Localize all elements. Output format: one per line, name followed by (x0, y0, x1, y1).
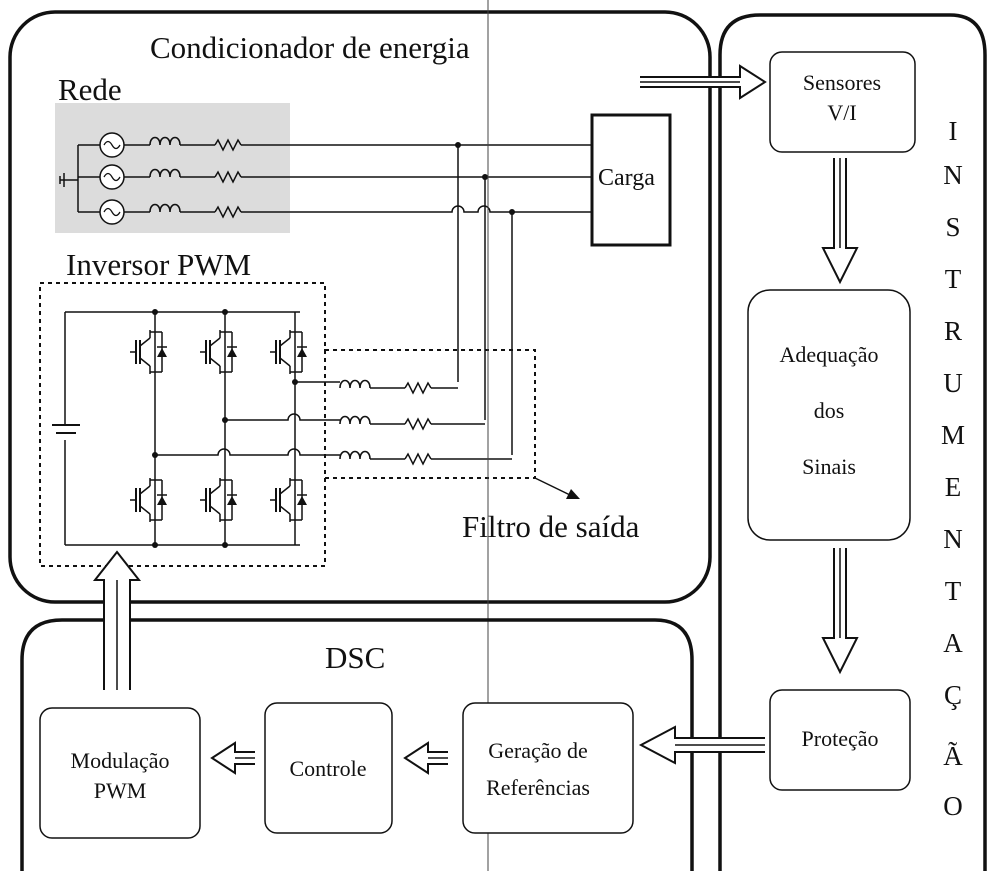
grid-to-load-wires (241, 144, 592, 213)
node-bot-2 (222, 542, 228, 548)
node-top-1 (152, 309, 158, 315)
grid-phase-b (78, 164, 242, 190)
references-box (462, 702, 634, 834)
modulation-label-2: PWM (94, 778, 147, 803)
svg-text:A: A (943, 628, 963, 658)
svg-text:S: S (945, 212, 960, 242)
node-a (455, 142, 461, 148)
inverter-circuit (52, 311, 335, 546)
svg-text:N: N (943, 160, 963, 190)
control-box (264, 702, 393, 834)
protection-label: Proteção (802, 726, 879, 751)
sensors-label-1: Sensores (803, 70, 881, 95)
filter-dashed-box (324, 349, 536, 479)
svg-text:Ã: Ã (943, 741, 963, 771)
inverter-label: Inversor PWM (66, 247, 251, 282)
node-b (482, 174, 488, 180)
svg-text:O: O (943, 791, 963, 821)
protection-box (769, 689, 911, 791)
node-top-2 (222, 309, 228, 315)
references-label-2: Referências (486, 775, 590, 800)
conditioning-label-2: dos (814, 398, 845, 423)
node-inv-b (222, 417, 228, 423)
filter-components (335, 379, 512, 465)
conditioning-box (747, 289, 911, 541)
modulation-box (39, 707, 201, 839)
dsc-title: DSC (325, 640, 385, 675)
svg-text:T: T (945, 264, 962, 294)
dsc-box (20, 618, 694, 871)
sensors-label-2: V/I (827, 100, 856, 125)
grid-phase-a (78, 132, 242, 158)
svg-text:T: T (945, 576, 962, 606)
filter-pointer-arrow (534, 477, 580, 499)
svg-text:R: R (944, 316, 962, 346)
grid-shaded-area (55, 103, 290, 233)
grid-sources (59, 132, 242, 225)
bus-arrows (92, 64, 859, 775)
igbt-switches (129, 329, 308, 523)
references-label-1: Geração de (488, 738, 588, 763)
svg-text:M: M (941, 420, 965, 450)
grid-phase-c (78, 199, 242, 225)
node-c (509, 209, 515, 215)
load-box (590, 113, 672, 247)
node-inv-c (152, 452, 158, 458)
inverter-dashed-box (39, 282, 326, 567)
node-inv-a (292, 379, 298, 385)
conditioning-label-3: Sinais (802, 454, 856, 479)
svg-text:N: N (943, 524, 963, 554)
instrumentation-vertical-label: I N S T R U M E N T A Ç Ã O (941, 116, 965, 821)
arrow-references-to-control (403, 741, 448, 775)
svg-text:U: U (943, 368, 963, 398)
svg-text:Ç: Ç (944, 680, 962, 710)
sensors-box (769, 51, 916, 153)
power-conditioner-title: Condicionador de energia (150, 30, 470, 65)
conditioning-label-1: Adequação (780, 342, 879, 367)
filter-label: Filtro de saída (462, 509, 640, 544)
load-label: Carga (598, 165, 655, 191)
arrow-control-to-modulation (210, 741, 255, 775)
filter-to-line-wires (457, 145, 513, 455)
control-label: Controle (290, 756, 367, 781)
grid-label: Rede (58, 72, 122, 107)
svg-text:E: E (945, 472, 962, 502)
node-bot-1 (152, 542, 158, 548)
power-conditioner-box (8, 10, 712, 604)
modulation-label-1: Modulação (71, 748, 170, 773)
instrumentation-box (718, 13, 987, 871)
svg-text:I: I (949, 116, 958, 146)
